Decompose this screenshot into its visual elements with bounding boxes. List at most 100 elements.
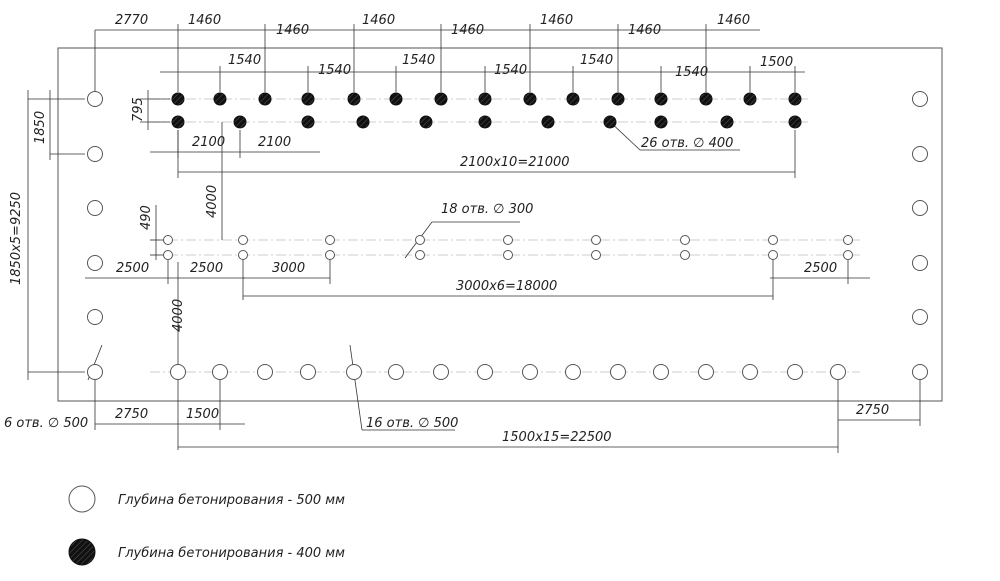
holes-group — [87, 91, 928, 380]
legend-filled-circle-icon — [68, 538, 96, 566]
hole-500-right — [912, 200, 928, 216]
dim-1460-5: 1460 — [540, 13, 573, 28]
hole-500-bottom — [653, 364, 669, 380]
hole-300-upper — [163, 235, 173, 245]
hole-400-top — [654, 92, 668, 106]
hole-500-bottom — [170, 364, 186, 380]
hole-400-top — [389, 92, 403, 106]
hole-400-bottom — [301, 115, 315, 129]
hole-500-bottom — [522, 364, 538, 380]
dim-1540-5: 1540 — [580, 53, 613, 68]
hole-400-bottom — [541, 115, 555, 129]
dim-2770: 2770 — [115, 13, 148, 28]
hole-400-top — [213, 92, 227, 106]
hole-400-bottom — [171, 115, 185, 129]
legend-open-label: Глубина бетонирования - 500 мм — [118, 493, 345, 508]
dim-1460-6: 1460 — [628, 23, 661, 38]
dimension-lines — [27, 24, 921, 453]
dim-1540-6: 1540 — [675, 65, 708, 80]
hole-300-lower — [415, 250, 425, 260]
hole-400-bottom — [603, 115, 617, 129]
hole-400-top — [788, 92, 802, 106]
hole-500-bottom — [565, 364, 581, 380]
hole-300-upper — [843, 235, 853, 245]
dim-2500-2: 2500 — [190, 261, 223, 276]
hole-400-top — [434, 92, 448, 106]
hole-500-bottom — [698, 364, 714, 380]
dim-2500-left: 2500 — [116, 261, 149, 276]
hole-500-bottom — [300, 364, 316, 380]
hole-400-bottom — [720, 115, 734, 129]
hole-400-top — [171, 92, 185, 106]
hole-400-top — [611, 92, 625, 106]
hole-500-right — [912, 146, 928, 162]
dim-2100-1: 2100 — [192, 135, 225, 150]
hole-500-left — [87, 200, 103, 216]
hole-400-bottom — [788, 115, 802, 129]
holes-26-label: 26 отв. ∅ 400 — [641, 136, 733, 151]
dim-1540-1: 1540 — [228, 53, 261, 68]
hole-500-bottom — [610, 364, 626, 380]
hole-500-bottom — [346, 364, 362, 380]
hole-400-top — [478, 92, 492, 106]
dim-2100-2: 2100 — [258, 135, 291, 150]
dimension-labels: 2770 1460 1460 1460 1460 1460 1460 1460 … — [4, 13, 889, 445]
center-lines — [150, 98, 860, 373]
hole-300-lower — [238, 250, 248, 260]
hole-500-right — [912, 91, 928, 107]
dim-1500-top: 1500 — [760, 55, 793, 70]
dim-1460-1: 1460 — [188, 13, 221, 28]
hole-500-right — [912, 309, 928, 325]
legend-filled-label: Глубина бетонирования - 400 мм — [118, 546, 345, 561]
hole-300-lower — [503, 250, 513, 260]
dim-1500-bottom: 1500 — [186, 407, 219, 422]
hole-500-bottom — [830, 364, 846, 380]
dim-2750-left: 2750 — [115, 407, 148, 422]
hole-500-bottom — [477, 364, 493, 380]
dim-9250: 1850x5=9250 — [9, 192, 24, 285]
hole-500-bottom — [742, 364, 758, 380]
hole-500-bottom — [212, 364, 228, 380]
dim-1460-2: 1460 — [276, 23, 309, 38]
holes-6-label: 6 отв. ∅ 500 — [4, 416, 88, 431]
hole-300-lower — [591, 250, 601, 260]
hole-300-lower — [843, 250, 853, 260]
legend: Глубина бетонирования - 500 мм Глубина б… — [68, 485, 345, 566]
hole-400-bottom — [654, 115, 668, 129]
dim-21000: 2100x10=21000 — [460, 155, 570, 170]
hole-500-bottom — [257, 364, 273, 380]
hole-500-right — [912, 255, 928, 271]
hole-400-bottom — [356, 115, 370, 129]
hole-500-left — [87, 309, 103, 325]
hole-300-upper — [238, 235, 248, 245]
hole-400-bottom — [419, 115, 433, 129]
hole-300-upper — [768, 235, 778, 245]
dim-2500-right: 2500 — [804, 261, 837, 276]
hole-500-bottom — [433, 364, 449, 380]
hole-300-lower — [325, 250, 335, 260]
legend-open-circle-icon — [68, 485, 96, 513]
hole-400-bottom — [478, 115, 492, 129]
hole-300-upper — [325, 235, 335, 245]
hole-500-left — [87, 91, 103, 107]
dim-1460-4: 1460 — [451, 23, 484, 38]
hole-400-top — [258, 92, 272, 106]
hole-300-upper — [591, 235, 601, 245]
hole-500-bottom — [388, 364, 404, 380]
dim-4000-lower: 4000 — [171, 299, 186, 332]
hole-300-lower — [163, 250, 173, 260]
hole-400-top — [347, 92, 361, 106]
dim-1540-2: 1540 — [318, 63, 351, 78]
dim-1540-3: 1540 — [402, 53, 435, 68]
hole-500-right — [912, 364, 928, 380]
dim-22500: 1500x15=22500 — [502, 430, 612, 445]
hole-400-bottom — [233, 115, 247, 129]
hole-400-top — [699, 92, 713, 106]
hole-500-bottom — [787, 364, 803, 380]
hole-300-upper — [680, 235, 690, 245]
hole-300-lower — [680, 250, 690, 260]
dim-490: 490 — [139, 205, 154, 230]
holes-18-label: 18 отв. ∅ 300 — [441, 202, 533, 217]
hole-500-left — [87, 255, 103, 271]
hole-500-left — [87, 364, 103, 380]
